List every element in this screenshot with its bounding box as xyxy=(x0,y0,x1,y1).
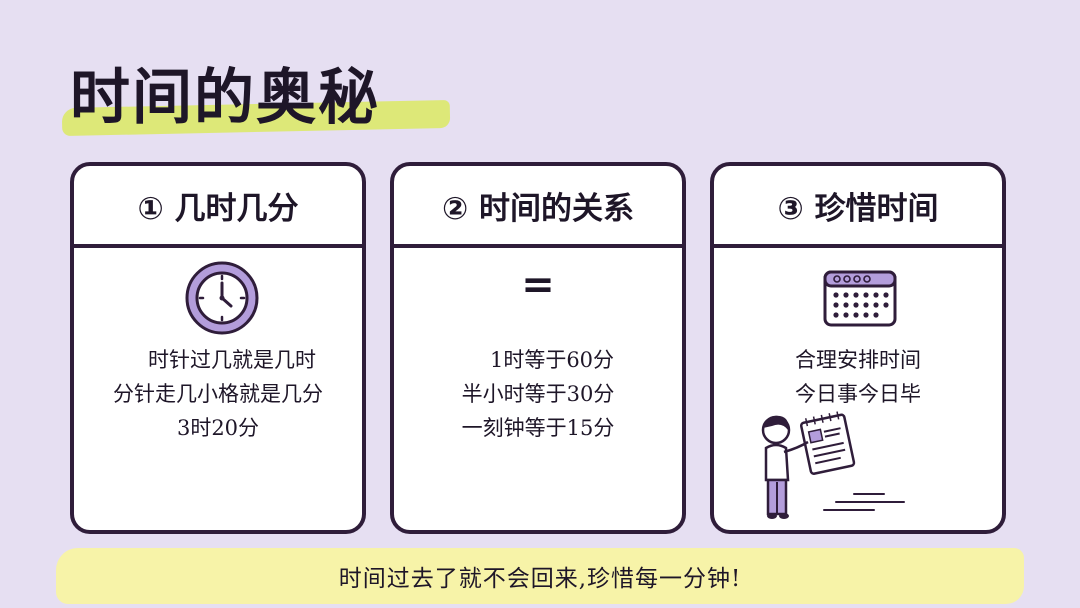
calendar-icon xyxy=(823,270,897,327)
card-line: 半小时等于30分 xyxy=(461,382,615,406)
card-line: 3时20分 xyxy=(176,416,260,440)
title-area: 时间的奥秘 xyxy=(61,58,462,138)
card-time-relations: ② 时间的关系 = 1时等于60分 半小时等于30分 一刻钟等于15分 xyxy=(390,162,686,534)
card-line: 合理安排时间 xyxy=(795,348,921,372)
card-heading: ① 几时几分 xyxy=(74,166,362,248)
card-time-reading: ① 几时几分 时针过几就是几时 分针走几小格就是几分 3时20分 xyxy=(70,162,366,534)
card-line: 时针过几就是几时 xyxy=(148,348,316,372)
footer-text: 时间过去了就不会回来,珍惜每一分钟! xyxy=(338,566,742,592)
equals-sign: = xyxy=(521,262,555,308)
card-body: = 1时等于60分 半小时等于30分 一刻钟等于15分 xyxy=(394,248,682,530)
card-line: 分针走几小格就是几分 xyxy=(113,382,323,406)
card-heading: ③ 珍惜时间 xyxy=(714,166,1002,248)
person-holding-list-illustration xyxy=(761,411,905,519)
card-line: 今日事今日毕 xyxy=(795,382,921,406)
card-cherish-time: ③ 珍惜时间 合理安排时间 今日事今日毕 xyxy=(710,162,1006,534)
clock-icon xyxy=(185,261,259,335)
page-title: 时间的奥秘 xyxy=(70,63,380,133)
footer-banner: 时间过去了就不会回来,珍惜每一分钟! xyxy=(56,548,1024,604)
card-body: 时针过几就是几时 分针走几小格就是几分 3时20分 xyxy=(74,248,362,530)
card-line: 1时等于60分 xyxy=(489,348,615,372)
card-line: 一刻钟等于15分 xyxy=(461,416,615,440)
card-heading: ② 时间的关系 xyxy=(394,166,682,248)
card-body: 合理安排时间 今日事今日毕 xyxy=(714,248,1002,530)
